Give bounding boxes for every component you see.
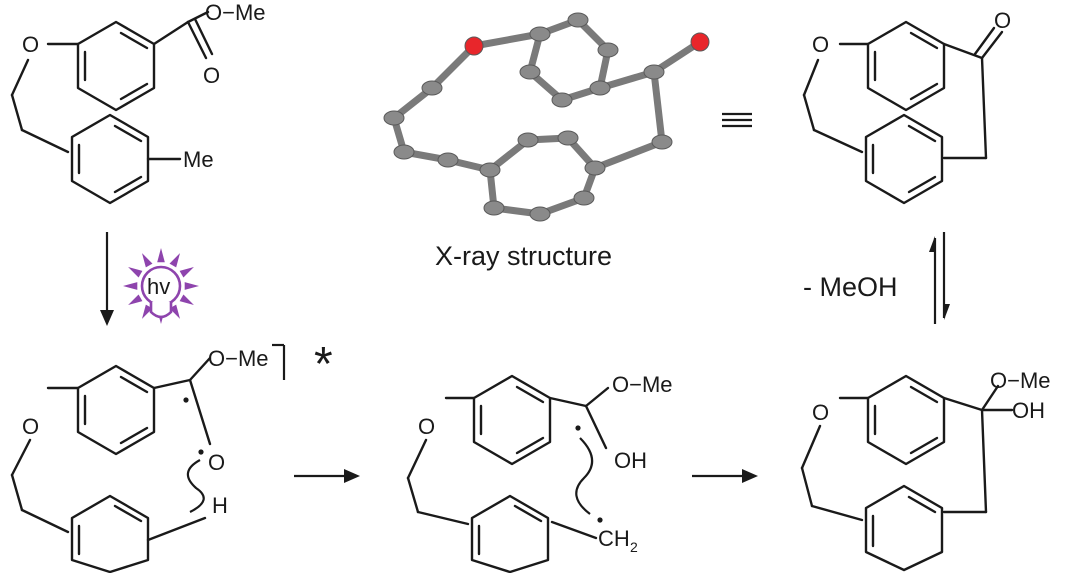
xray-carbon-atom xyxy=(519,64,541,80)
biradical-intermediate: O−Me OH CH 2 O xyxy=(406,372,673,574)
ome-label: O−Me xyxy=(208,346,269,371)
xray-carbon-atom xyxy=(383,110,405,126)
xray-structure: X-ray structure xyxy=(383,12,710,271)
methylene-label: CH xyxy=(598,526,630,551)
xray-carbon-atom xyxy=(483,200,505,216)
xray-oxygen-atom xyxy=(464,36,484,56)
light-ray xyxy=(179,294,194,305)
light-ray xyxy=(184,282,199,290)
ether-o-label: O xyxy=(22,32,39,57)
light-ray xyxy=(123,282,138,290)
ester-ome-label: O−Me xyxy=(205,0,266,25)
ome-label: O−Me xyxy=(612,372,673,397)
ether-o-label: O xyxy=(812,32,829,57)
xray-bond xyxy=(428,42,478,92)
xray-bond xyxy=(470,30,544,50)
xray-bond xyxy=(650,68,666,146)
ether-o-label: O xyxy=(418,414,435,439)
light-ray xyxy=(157,248,165,263)
photoexcitation-arrow xyxy=(100,232,114,326)
xray-oxygen-atom xyxy=(690,32,710,52)
xray-carbon-atom xyxy=(517,132,539,148)
xray-carbon-atom xyxy=(589,80,611,96)
equivalence-sign xyxy=(722,112,752,128)
carbonyl-o-label: O xyxy=(203,63,220,88)
xray-carbon-atom xyxy=(597,42,619,58)
cyclic-hemiketal: O−Me OH O xyxy=(800,368,1051,572)
asterisk-icon: * xyxy=(314,338,333,391)
xray-carbon-atom xyxy=(584,160,606,176)
xray-carbon-atom xyxy=(651,134,673,150)
xray-bond xyxy=(591,138,666,172)
xray-carbon-atom xyxy=(529,26,551,42)
xray-carbon-atom xyxy=(643,64,665,80)
light-ray xyxy=(128,267,143,278)
methylene-subscript: 2 xyxy=(630,539,638,555)
ome-label: O−Me xyxy=(990,368,1051,393)
starting-ester: O−Me O O Me xyxy=(10,0,266,205)
oxy-radical-label: O xyxy=(208,450,225,475)
forward-arrow xyxy=(692,469,758,483)
hydroxyl-label: OH xyxy=(1012,398,1045,423)
ether-o-label: O xyxy=(22,414,39,439)
macrocyclic-ketone: O O xyxy=(802,8,1011,205)
hat-curly-arrow xyxy=(186,459,205,513)
light-ray xyxy=(169,253,180,268)
xray-caption: X-ray structure xyxy=(435,241,612,271)
xray-carbon-atom xyxy=(529,206,551,222)
xray-carbon-atom xyxy=(421,80,443,96)
hydroxyl-label: OH xyxy=(614,448,647,473)
xray-carbon-atom xyxy=(393,144,415,160)
light-bulb-icon: hv xyxy=(123,248,199,324)
xray-carbon-atom xyxy=(437,152,459,168)
methyl-label: Me xyxy=(183,147,214,172)
ether-o-label: O xyxy=(812,400,829,425)
xray-carbon-atom xyxy=(551,92,573,108)
forward-arrow xyxy=(294,469,360,483)
hydrogen-label: H xyxy=(212,493,228,518)
xray-carbon-atom xyxy=(573,190,595,206)
light-ray xyxy=(142,253,153,268)
hv-label: hv xyxy=(147,274,170,299)
ketone-o-label: O xyxy=(994,8,1011,33)
light-ray xyxy=(128,294,143,305)
light-ray xyxy=(179,267,194,278)
meoh-elimination-label: - MeOH xyxy=(803,272,898,302)
equilibrium-arrows: - MeOH xyxy=(803,232,950,324)
xray-carbon-atom xyxy=(567,12,589,28)
xray-carbon-atom xyxy=(479,162,501,178)
radical-coupling-arrow xyxy=(575,437,594,515)
xray-carbon-atom xyxy=(557,130,579,146)
excited-state-intermediate: O−Me O * H O xyxy=(10,338,333,574)
